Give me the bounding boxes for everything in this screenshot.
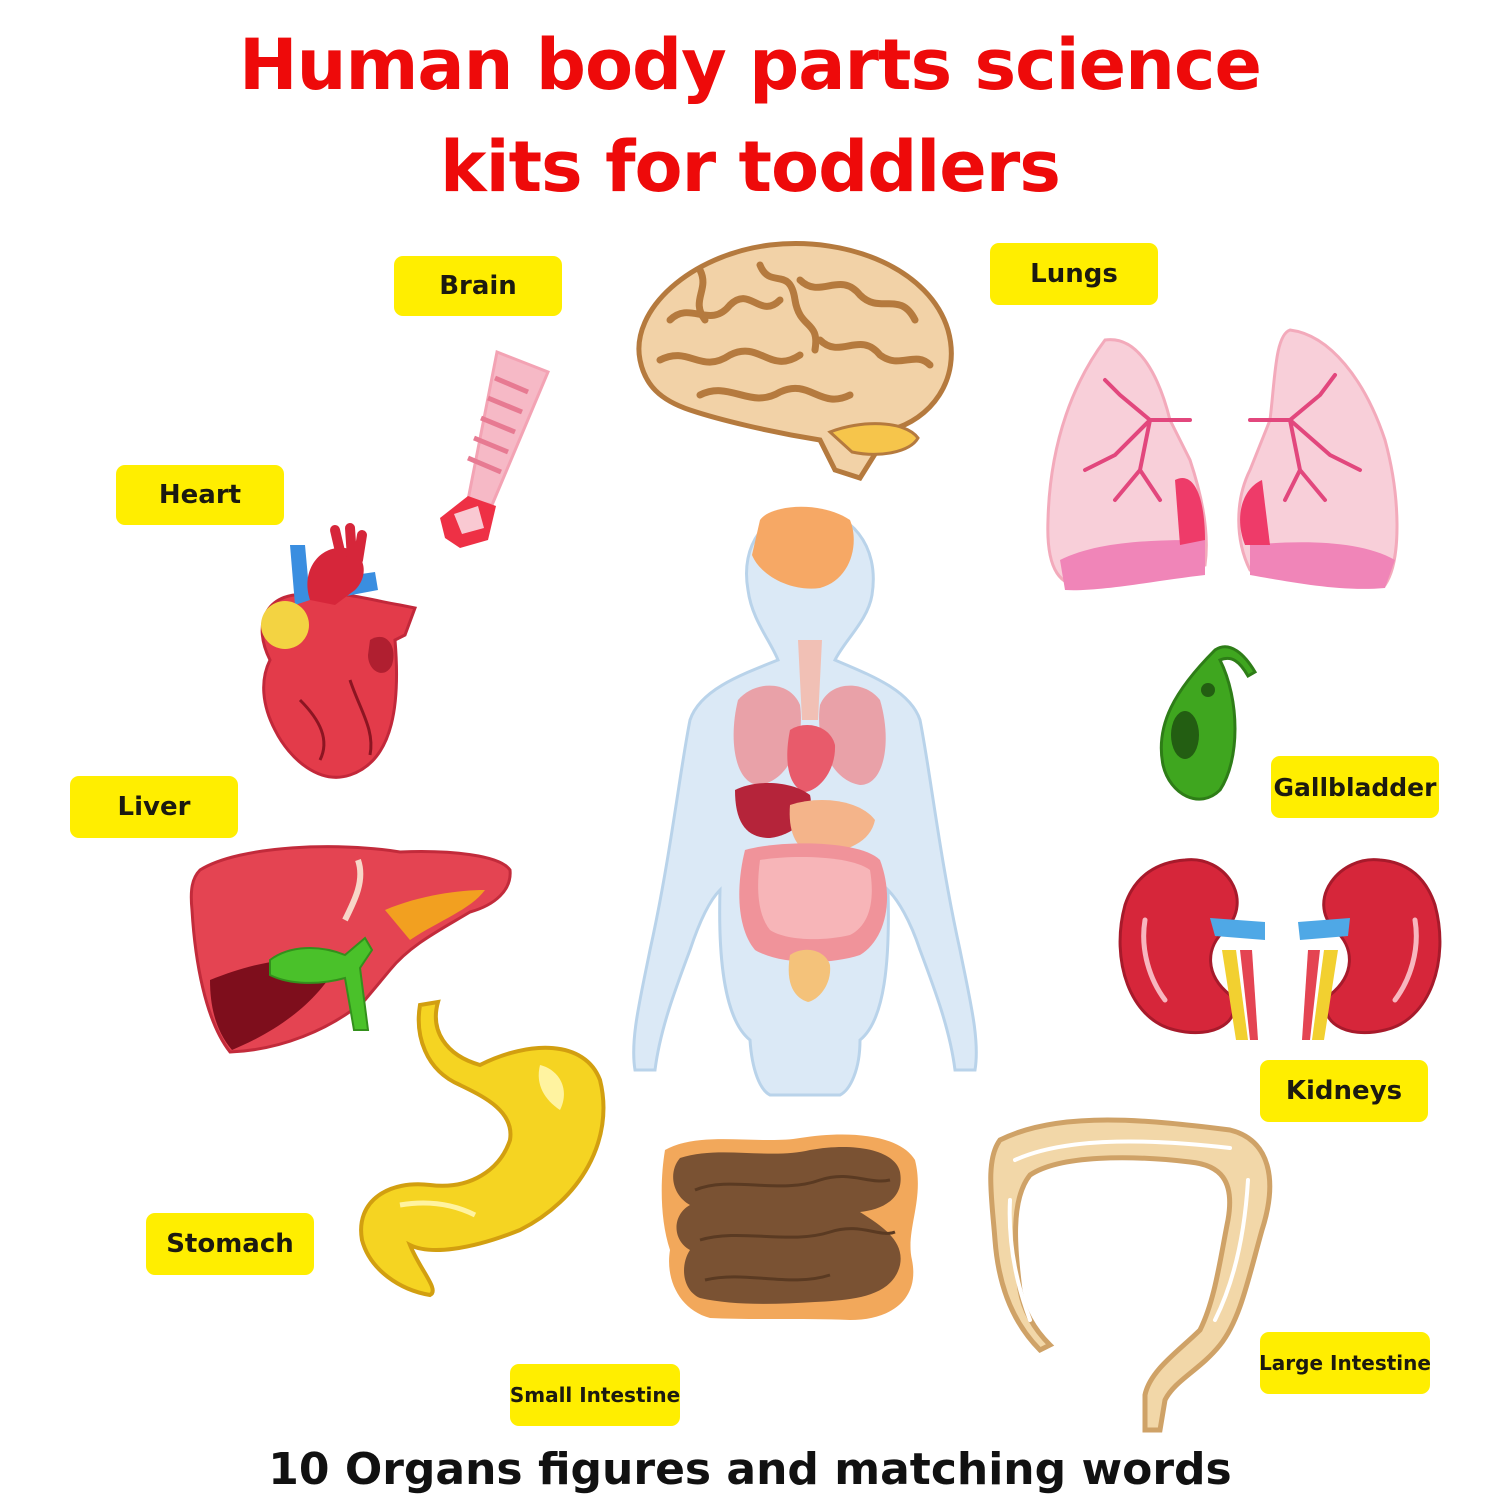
label-brain: Brain: [394, 256, 562, 316]
gallbladder-figure: [1159, 645, 1258, 801]
lungs-figure: [1046, 328, 1399, 591]
heart-figure: [260, 523, 418, 779]
kidneys-figure: [1118, 858, 1442, 1040]
label-gallbladder: Gallbladder: [1271, 756, 1439, 818]
label-large-intestine: Large Intestine: [1259, 1332, 1431, 1394]
liver-figure: [189, 845, 512, 1054]
label-heart: Heart: [116, 465, 284, 525]
stomach-figure: [359, 999, 606, 1298]
label-liver: Liver: [70, 776, 238, 838]
human-body-figure: [632, 506, 978, 1097]
footer-caption: 10 Organs figures and matching words: [268, 1444, 1232, 1495]
trachea-figure: [440, 349, 550, 548]
label-stomach: Stomach: [146, 1213, 314, 1275]
title-line-2: kits for toddlers: [440, 126, 1061, 208]
title-line-1: Human body parts science: [239, 24, 1262, 106]
small-intestine-figure: [661, 1134, 918, 1320]
label-lungs: Lungs: [990, 243, 1158, 305]
label-kidneys: Kidneys: [1260, 1060, 1428, 1122]
label-small-intestine: Small Intestine: [510, 1364, 680, 1426]
large-intestine-figure: [988, 1117, 1273, 1433]
brain-figure: [636, 241, 954, 481]
